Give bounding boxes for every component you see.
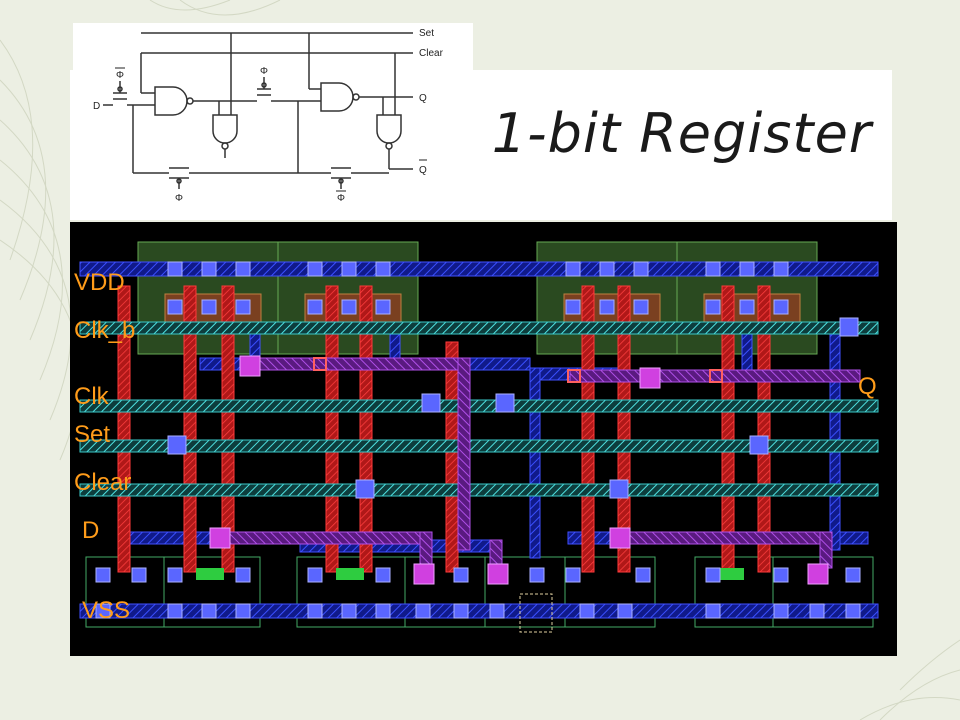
control-lines xyxy=(79,321,879,497)
nwell-regions xyxy=(137,241,818,355)
vdd-rail xyxy=(79,261,879,277)
clear-line xyxy=(79,483,879,497)
vlsi-layout-panel: VDD Clk_b Clk Set Clear D VSS Q xyxy=(70,222,897,656)
schematic-label-q-bar: Q xyxy=(419,165,427,176)
schematic-drawing: Set Clear D Q Q Φ Φ Φ Φ xyxy=(93,28,444,204)
layout-drawing: VDD Clk_b Clk Set Clear D VSS Q xyxy=(74,241,879,633)
pdiff-regions xyxy=(164,293,801,325)
label-set: Set xyxy=(74,421,110,448)
schematic-label-set: Set xyxy=(419,28,434,39)
label-d: D xyxy=(82,517,99,544)
register-schematic: Set Clear D Q Q Φ Φ Φ Φ xyxy=(73,23,473,205)
label-clk-b: Clk_b xyxy=(74,317,135,344)
label-clk: Clk xyxy=(74,383,110,410)
slide-title: 1-bit Register xyxy=(491,102,872,165)
schematic-label-clear: Clear xyxy=(419,48,444,59)
schematic-label-phi-4: Φ xyxy=(337,193,345,204)
schematic-label-phi-1: Φ xyxy=(116,70,124,81)
clk-line xyxy=(79,399,879,413)
schematic-label-d: D xyxy=(93,101,100,112)
label-clear: Clear xyxy=(74,469,131,496)
cell-boundary xyxy=(519,593,553,633)
schematic-label-phi-2: Φ xyxy=(260,66,268,77)
vss-rail xyxy=(79,603,879,619)
ndiff-strips xyxy=(196,568,744,580)
schematic-label-q: Q xyxy=(419,93,427,104)
set-line xyxy=(79,439,879,453)
schematic-label-phi-3: Φ xyxy=(175,193,183,204)
label-vss: VSS xyxy=(82,597,130,624)
contacts xyxy=(95,261,861,619)
label-vdd: VDD xyxy=(74,269,125,296)
clk-b-line xyxy=(79,321,879,335)
label-q: Q xyxy=(858,373,877,400)
